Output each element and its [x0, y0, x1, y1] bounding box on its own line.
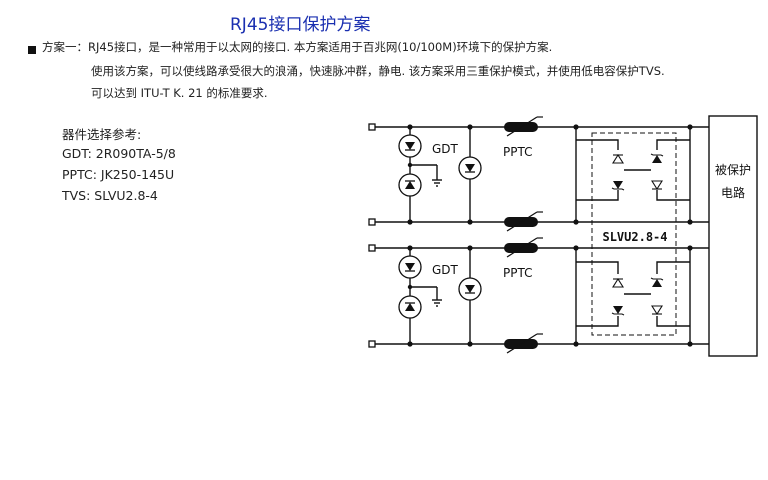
- bullet-icon: [28, 46, 36, 54]
- protected-circuit-label-2: 电路: [721, 185, 745, 200]
- terminal-2: [368, 218, 376, 226]
- pptc-1-icon: [503, 116, 544, 137]
- scheme-line-3: 可以达到 ITU-T K. 21 的标准要求.: [91, 86, 268, 100]
- component-gdt: GDT: 2R090TA-5/8: [62, 146, 176, 161]
- page-title: RJ45接口保护方案: [230, 15, 371, 35]
- pptc-2-icon: [503, 211, 544, 232]
- terminal-4: [368, 340, 376, 348]
- pptc-4-icon: [503, 333, 544, 354]
- gdt-upper-3-icon: [458, 156, 482, 180]
- protected-circuit-label-1: 被保护: [715, 163, 751, 177]
- gdt-lower-2-icon: [398, 295, 422, 319]
- gdt-label-bottom: GDT: [432, 263, 459, 277]
- pptc-label-bottom: PPTC: [503, 266, 532, 280]
- tvs-package-outline: [591, 132, 677, 336]
- component-pptc: PPTC: JK250-145U: [62, 167, 175, 182]
- components-heading: 器件选择参考:: [62, 127, 142, 142]
- gdt-upper-2-icon: [398, 173, 422, 197]
- gdt-lower-1-icon: [398, 255, 422, 279]
- gdt-upper-1-icon: [398, 134, 422, 158]
- gdt-label-top: GDT: [432, 142, 459, 156]
- tvs-label: SLVU2.8-4: [602, 230, 667, 244]
- pptc-label-top: PPTC: [503, 145, 532, 159]
- scheme-line-1: 方案一：RJ45接口，是一种常用于以太网的接口. 本方案适用于百兆网(10/10…: [42, 40, 553, 54]
- component-tvs: TVS: SLVU2.8-4: [62, 188, 158, 203]
- terminal-3: [368, 244, 376, 252]
- gdt-lower-3-icon: [458, 277, 482, 301]
- scheme-line-2: 使用该方案，可以使线路承受很大的浪涌，快速脉冲群，静电. 该方案采用三重保护模式…: [91, 64, 665, 78]
- terminal-1: [368, 123, 376, 131]
- pptc-3-icon: [503, 237, 544, 258]
